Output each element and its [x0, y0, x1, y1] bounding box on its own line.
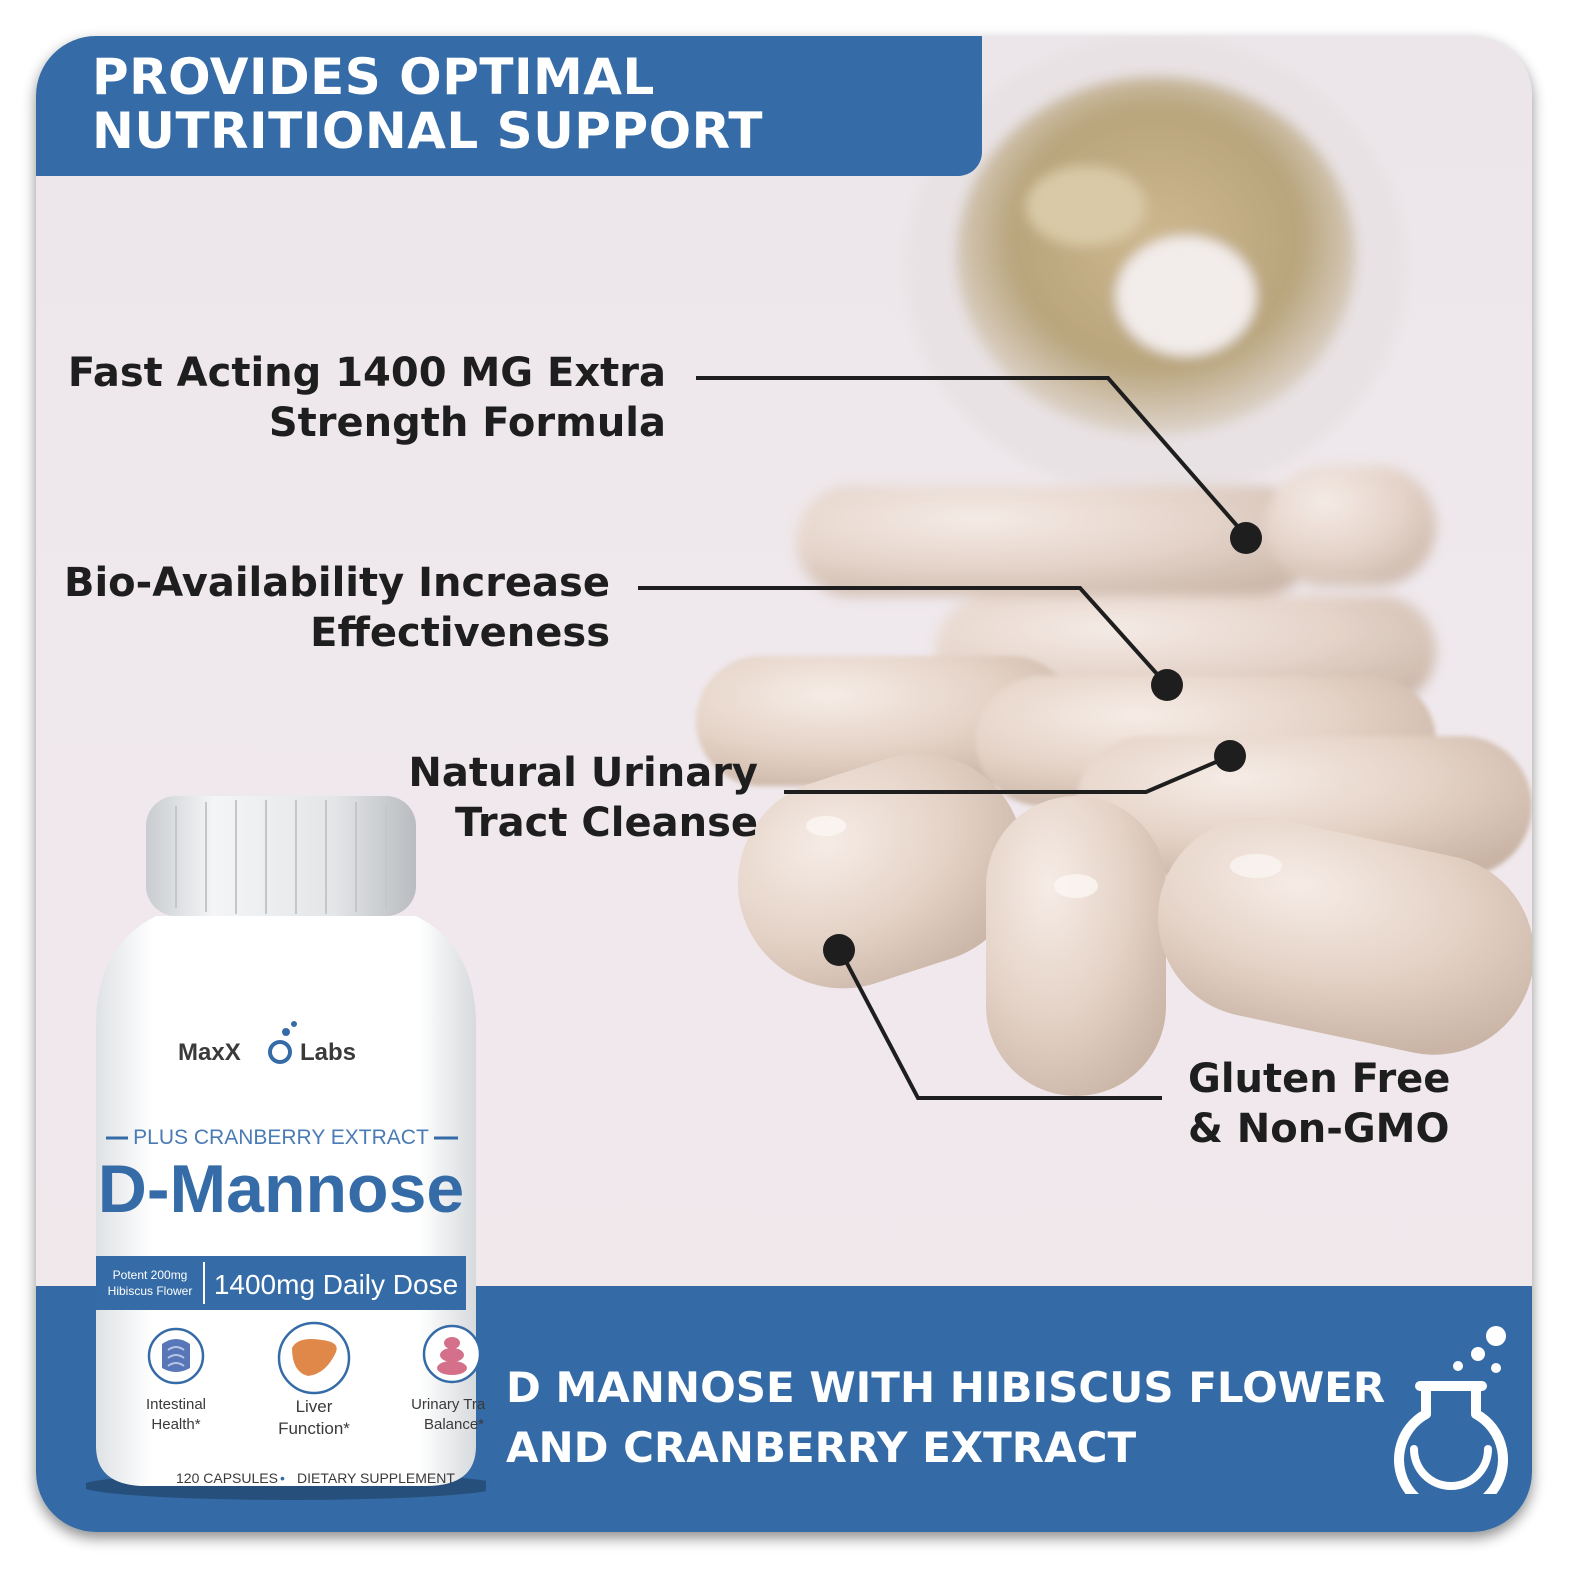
callout-bioavailability: Bio-Availability Increase Effectiveness	[56, 558, 610, 658]
callout-gluten-line-2: & Non-GMO	[1188, 1106, 1450, 1152]
callout-gluten-line-1: Gluten Free	[1188, 1056, 1451, 1102]
liver-icon	[277, 1321, 351, 1395]
header-title: PROVIDES OPTIMAL NUTRITIONAL SUPPORT	[92, 50, 972, 158]
callout-dot-2	[1151, 669, 1183, 701]
band-small-2: Hibiscus Flower	[108, 1284, 193, 1298]
benefit-3-line-1: Urinary Tract	[411, 1396, 486, 1413]
footer-line-2: AND CRANBERRY EXTRACT	[506, 1423, 1137, 1472]
callout-urinary-line-2: Tract Cleanse	[455, 800, 758, 846]
callout-urinary: Natural Urinary Tract Cleanse	[336, 748, 758, 848]
callout-strength: Fast Acting 1400 MG Extra Strength Formu…	[56, 348, 666, 448]
callout-lines	[638, 376, 1262, 1100]
flask-icon	[1394, 1326, 1508, 1494]
callout-dot-3	[1214, 740, 1246, 772]
capsule-count: 120 CAPSULES	[176, 1470, 278, 1486]
benefit-2-line-2: Function*	[278, 1419, 350, 1438]
header-banner	[36, 36, 982, 176]
footer-text: D MANNOSE WITH HIBISCUS FLOWER AND CRANB…	[506, 1358, 1386, 1478]
stones-icon	[422, 1324, 482, 1384]
benefit-3-line-2: Balance*	[424, 1416, 484, 1433]
header-line-2: NUTRITIONAL SUPPORT	[92, 102, 763, 160]
band-big: 1400mg Daily Dose	[214, 1269, 458, 1300]
intestine-icon	[147, 1327, 205, 1385]
product-name: D-Mannose	[98, 1151, 464, 1227]
brand-left: MaxX	[178, 1039, 241, 1066]
brand-logo-icon	[268, 1040, 292, 1064]
callout-bioavailability-line-2: Effectiveness	[310, 610, 610, 656]
footer-separator: •	[280, 1470, 285, 1486]
callout-strength-line-1: Fast Acting 1400 MG Extra	[67, 350, 666, 396]
benefit-1-line-2: Health*	[151, 1416, 200, 1433]
band-small-1: Potent 200mg	[113, 1268, 188, 1282]
header-line-1: PROVIDES OPTIMAL	[92, 48, 655, 106]
footer-line-1: D MANNOSE WITH HIBISCUS FLOWER	[506, 1363, 1386, 1412]
brand-right: Labs	[300, 1039, 356, 1066]
infographic-card: PROVIDES OPTIMAL NUTRITIONAL SUPPORT Fas…	[36, 36, 1532, 1532]
callout-gluten-free: Gluten Free & Non-GMO	[1188, 1054, 1518, 1154]
callout-dot-1	[1230, 522, 1262, 554]
bottle-subtitle: PLUS CRANBERRY EXTRACT	[133, 1126, 429, 1149]
product-bottle: MaxX Labs PLUS CRANBERRY EXTRACT D-Manno…	[86, 796, 486, 1500]
benefit-1-line-1: Intestinal	[146, 1396, 206, 1413]
callout-urinary-line-1: Natural Urinary	[408, 750, 758, 796]
callout-strength-line-2: Strength Formula	[268, 400, 666, 446]
benefit-2-line-1: Liver	[296, 1397, 333, 1416]
callout-bioavailability-line-1: Bio-Availability Increase	[63, 560, 610, 606]
capsules-photo	[696, 36, 1532, 1096]
supplement-label: DIETARY SUPPLEMENT	[297, 1470, 455, 1486]
callout-dot-4	[823, 934, 855, 966]
